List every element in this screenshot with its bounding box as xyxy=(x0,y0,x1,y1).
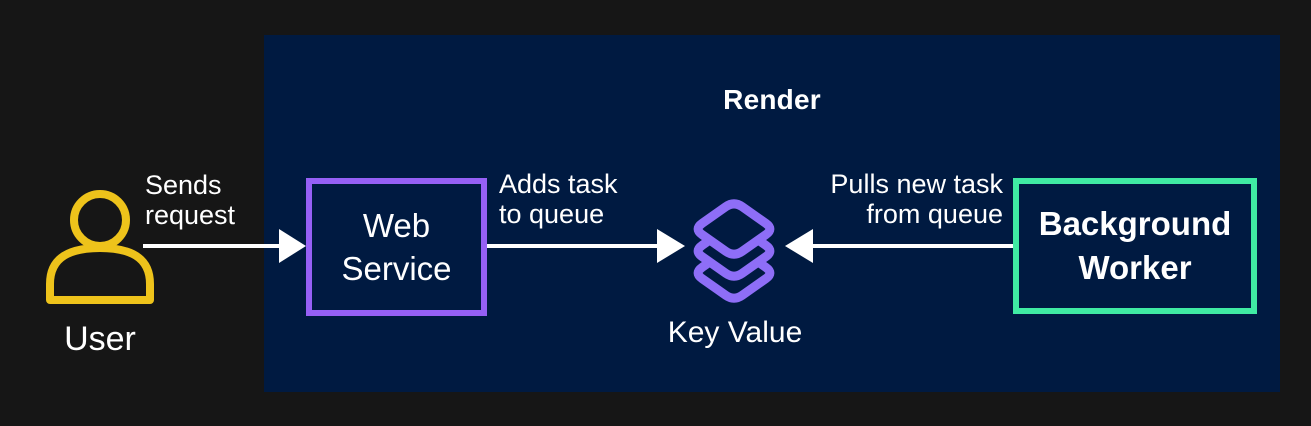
web-service-label-line2: Service xyxy=(341,250,452,287)
edge-label-adds-task: Adds task to queue xyxy=(499,169,618,229)
user-label: User xyxy=(64,320,136,358)
background-worker-label-line1: Background xyxy=(1038,205,1232,242)
web-service-node: Web Service xyxy=(306,178,487,316)
edge-label-sends-request: Sends request xyxy=(145,170,236,230)
key-value-label: Key Value xyxy=(667,316,803,349)
key-value-stack-icon xyxy=(693,199,775,303)
arrow-user-to-web-service xyxy=(143,229,306,263)
render-panel xyxy=(264,35,1280,392)
arrow-background-worker-to-key-value xyxy=(785,229,1013,263)
background-worker-node: Background Worker xyxy=(1013,178,1257,314)
user-icon xyxy=(46,190,154,304)
web-service-label-line1: Web xyxy=(362,207,431,244)
render-panel-title: Render xyxy=(723,84,821,115)
edge-label-pulls-task: Pulls new task from queue xyxy=(830,169,1003,229)
arrow-web-service-to-key-value xyxy=(487,229,685,263)
background-worker-label-line2: Worker xyxy=(1078,249,1192,286)
